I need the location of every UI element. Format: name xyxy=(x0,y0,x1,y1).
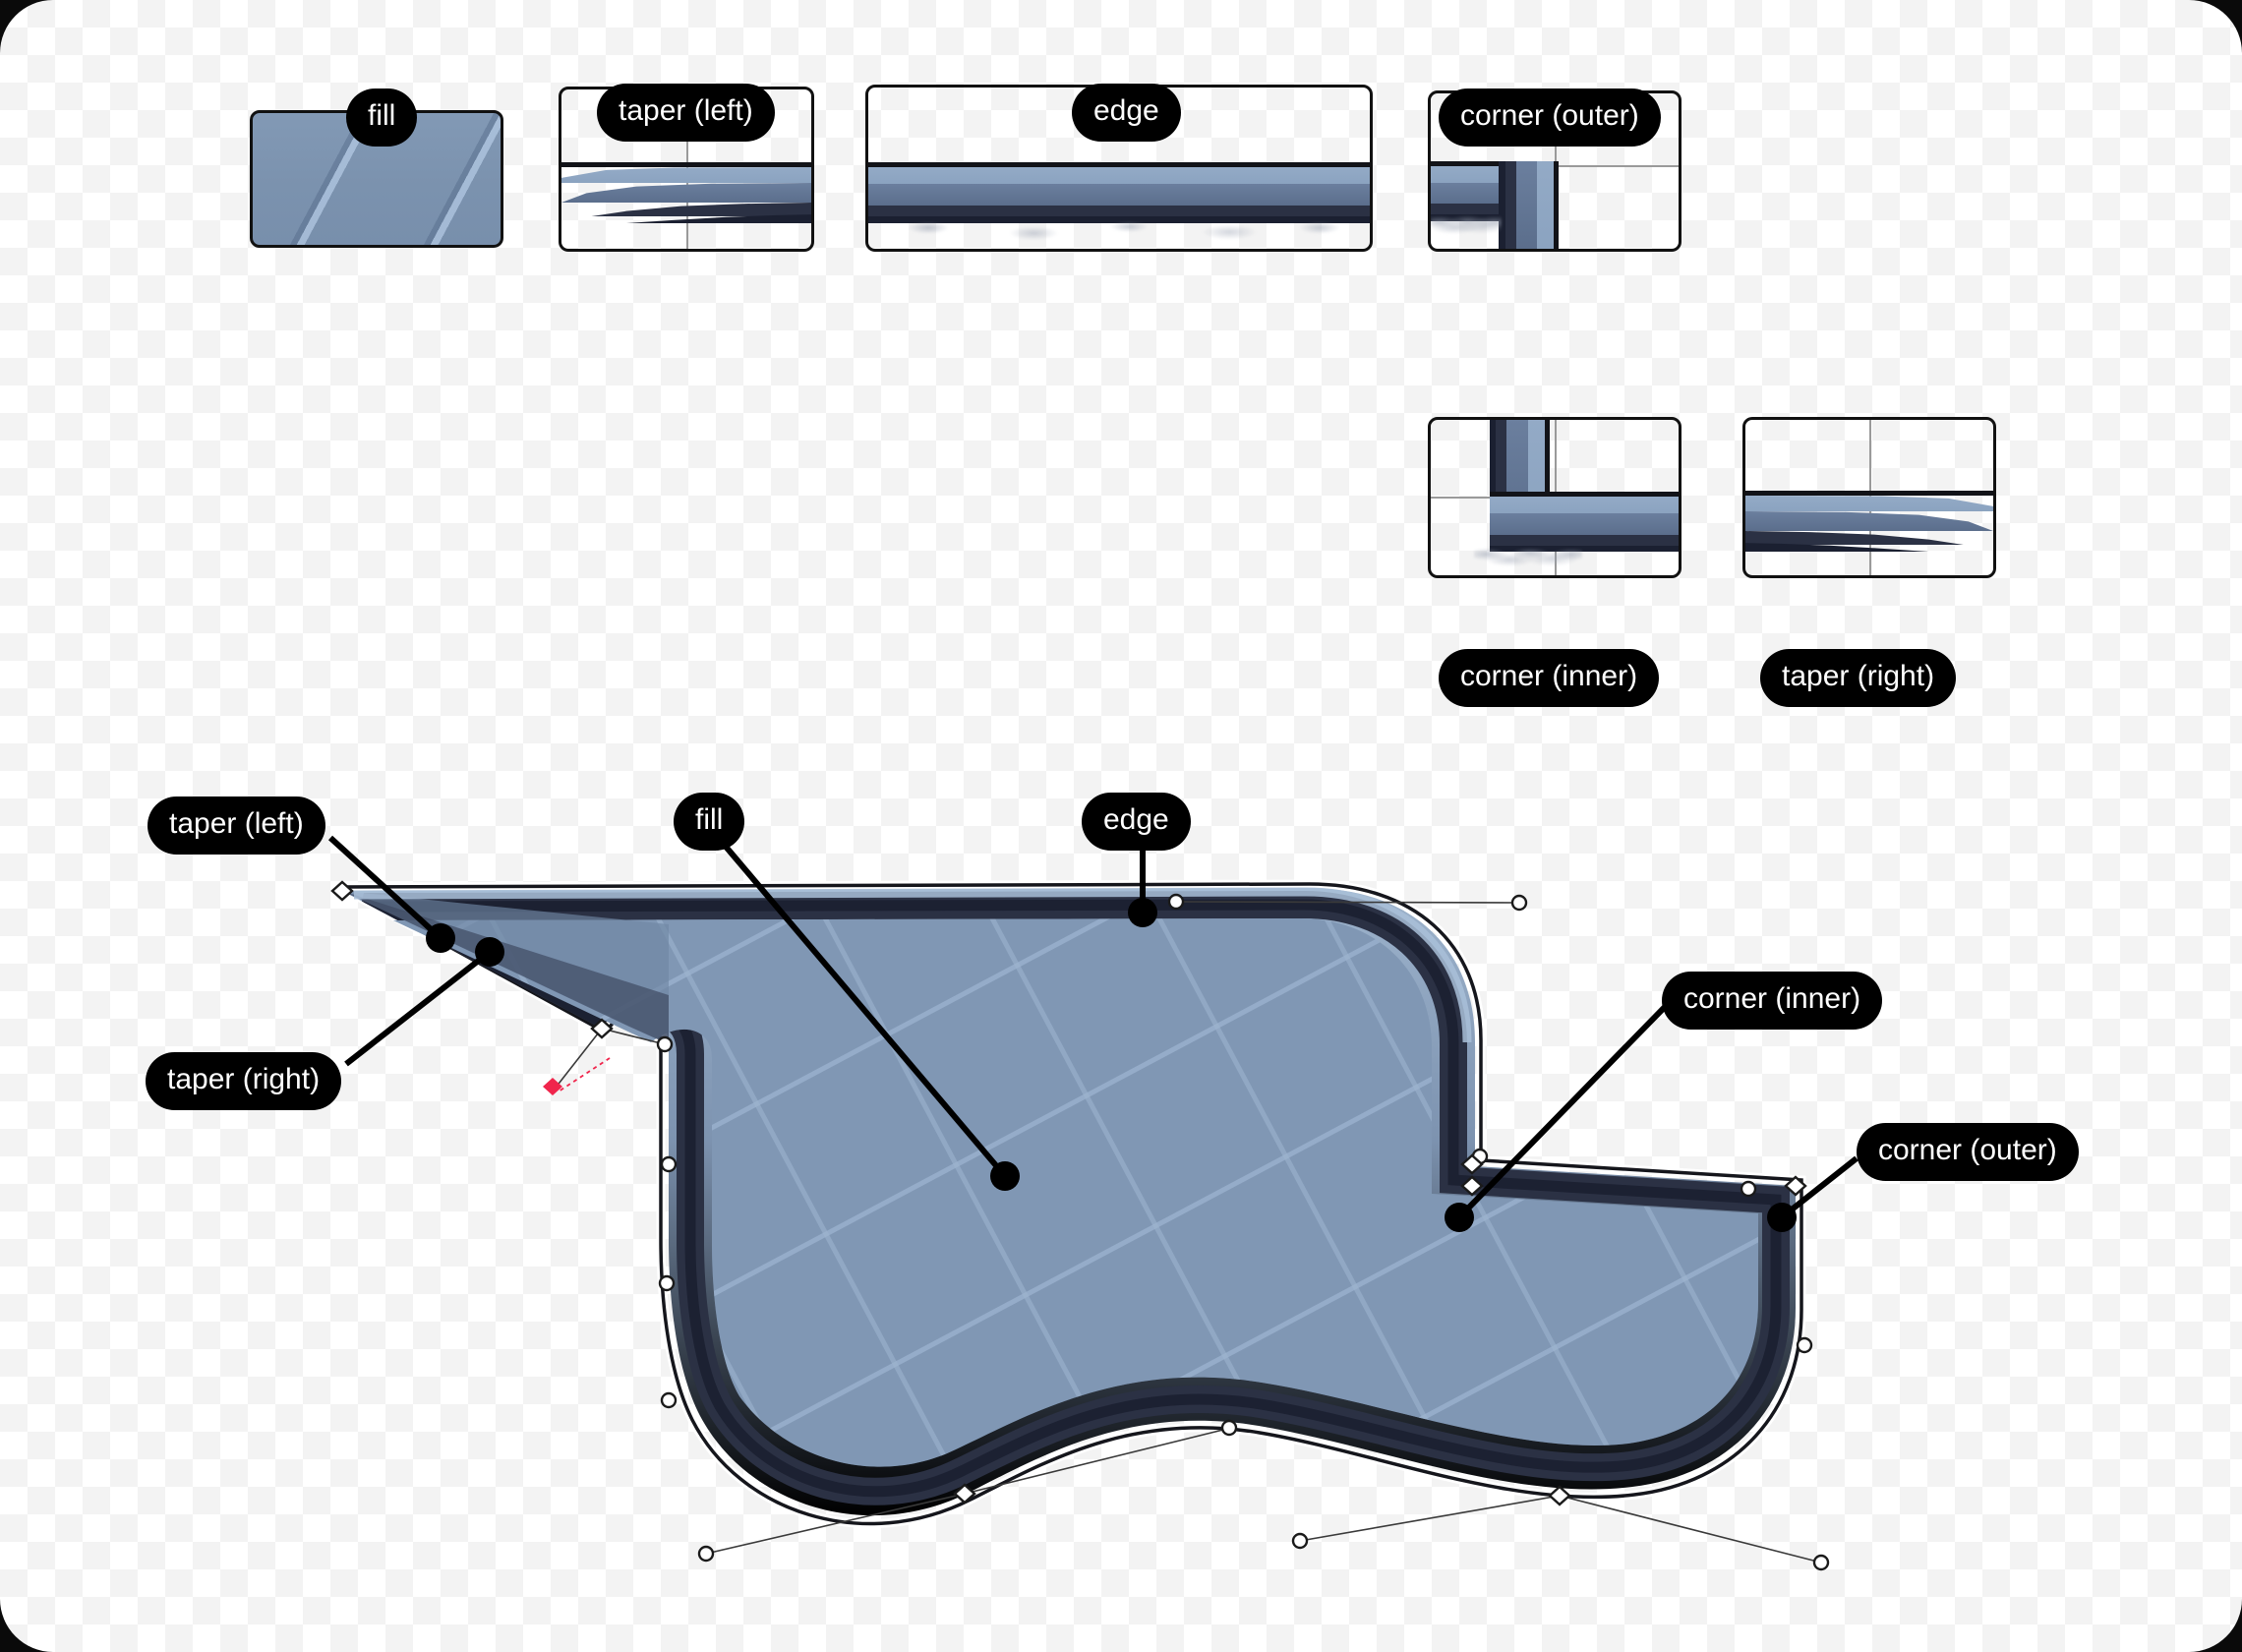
taper-right-band xyxy=(1745,491,1993,560)
tile-taper-right[interactable] xyxy=(1742,417,1996,578)
annotation-label-edge: edge xyxy=(1082,793,1191,851)
shape-rim-shading xyxy=(357,890,1790,1505)
annotation-label-taper-left: taper (left) xyxy=(148,796,325,855)
tile-edge[interactable] xyxy=(865,85,1373,252)
tile-label-taper-right: taper (right) xyxy=(1760,649,1957,707)
taper-left-band xyxy=(561,162,811,231)
edge-band-fringe xyxy=(868,221,1370,243)
annotation-label-corner-outer: corner (outer) xyxy=(1857,1123,2079,1181)
tile-label-taper-left: taper (left) xyxy=(597,84,775,142)
edge-band xyxy=(868,162,1370,243)
annotation-label-taper-right: taper (right) xyxy=(146,1052,342,1110)
annotation-label-corner-inner: corner (inner) xyxy=(1662,972,1883,1030)
corner-outer-fringe xyxy=(1431,215,1502,237)
tile-label-corner-outer: corner (outer) xyxy=(1439,88,1661,147)
tile-corner-inner[interactable] xyxy=(1428,417,1682,578)
tile-label-fill: fill xyxy=(346,88,418,147)
annotation-label-fill: fill xyxy=(674,793,745,851)
tile-corner-outer[interactable] xyxy=(1428,90,1682,252)
corner-inner-fringe xyxy=(1474,548,1582,569)
tile-label-edge: edge xyxy=(1072,84,1181,142)
tile-label-corner-inner: corner (inner) xyxy=(1439,649,1660,707)
